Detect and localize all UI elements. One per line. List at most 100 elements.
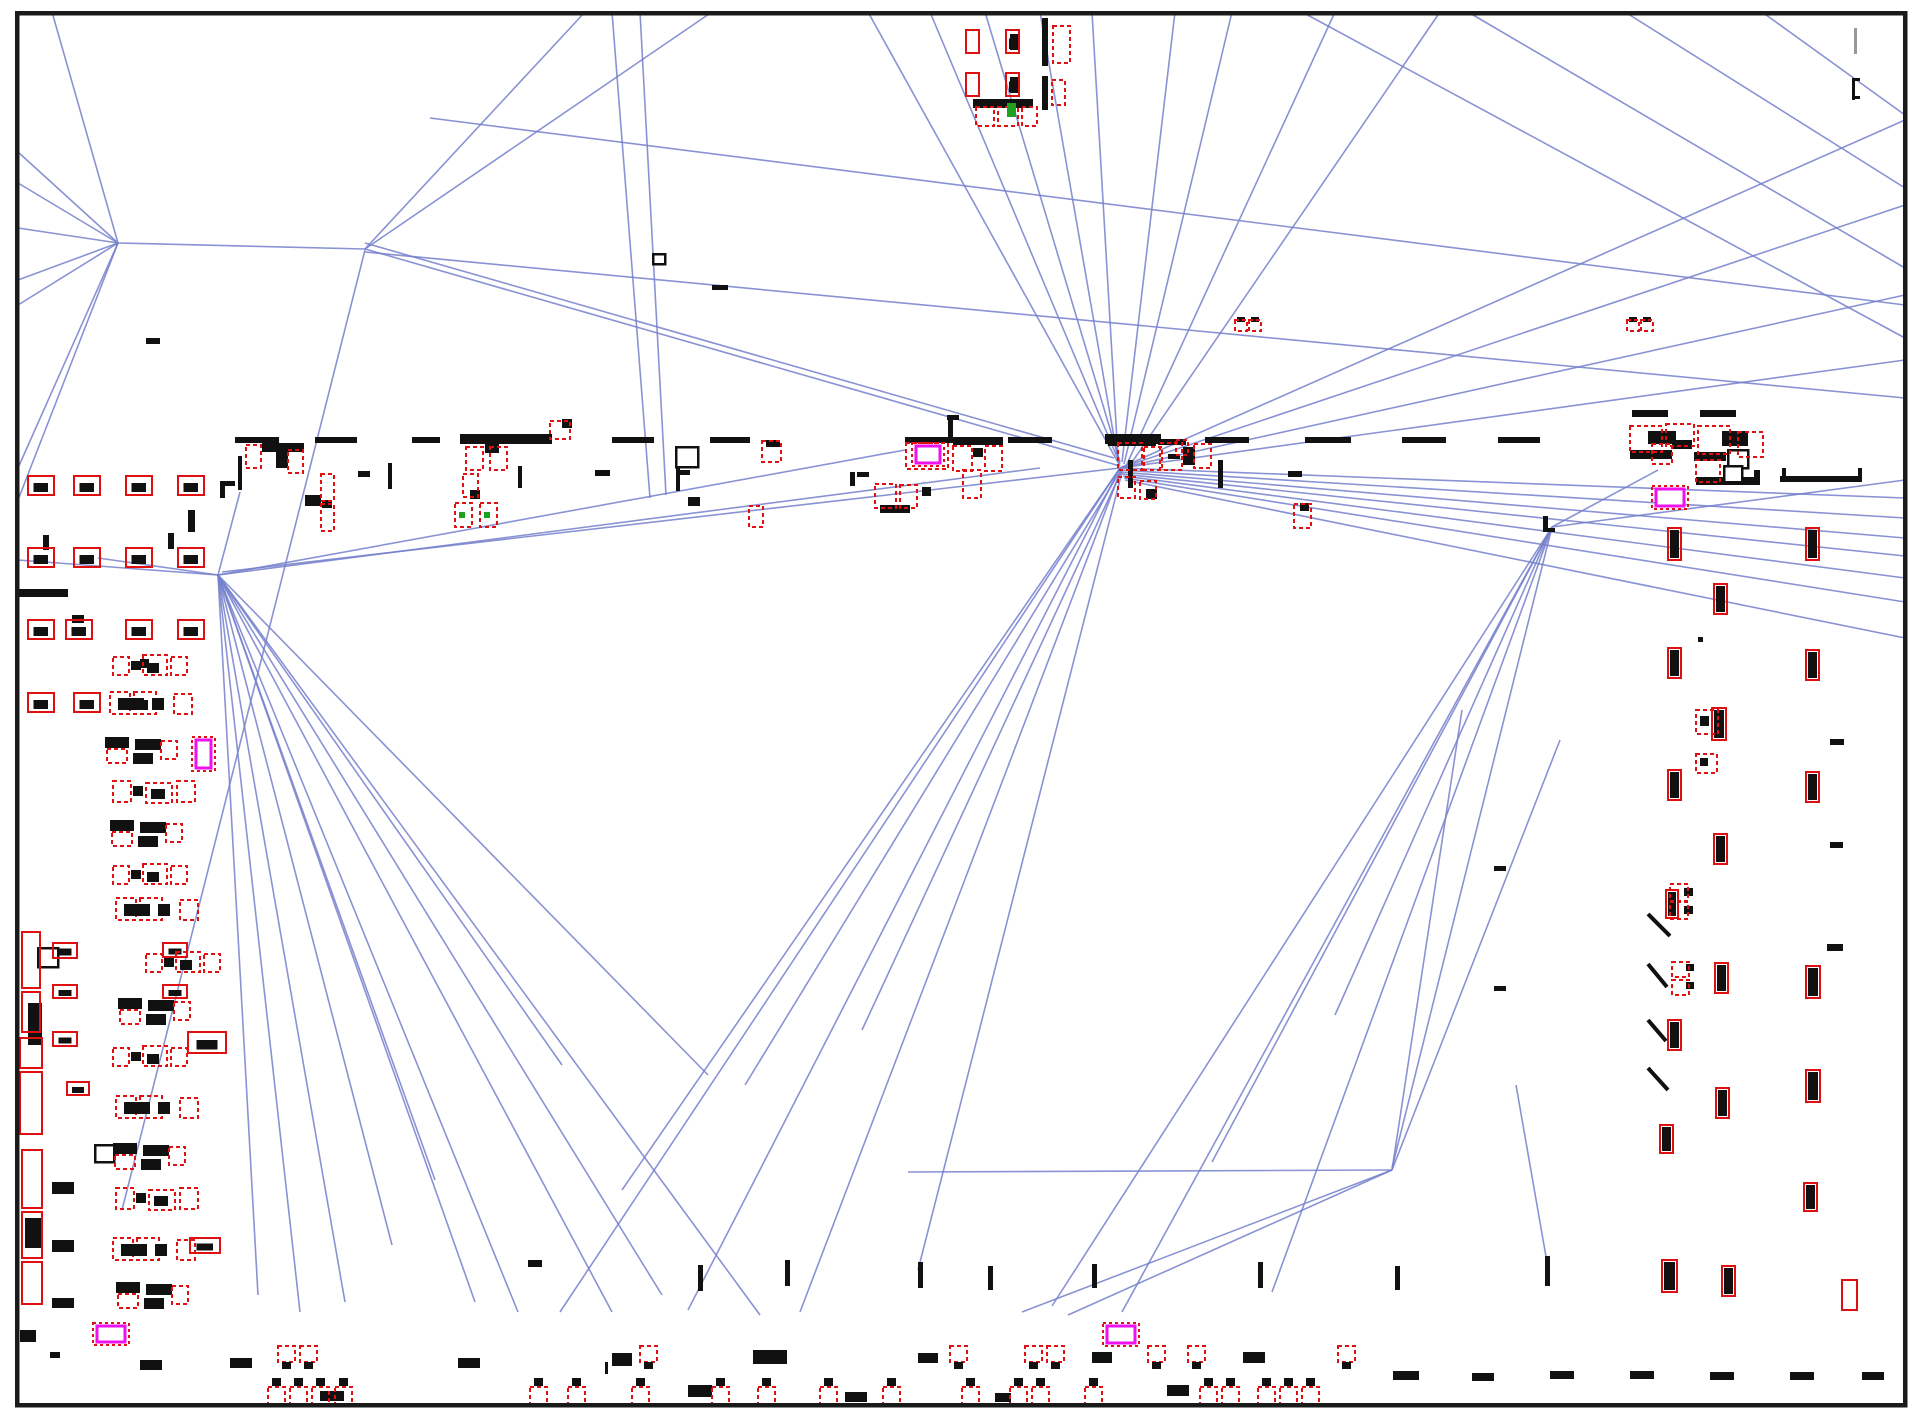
smd-pad[interactable] <box>1722 431 1748 446</box>
component-outline-dashed[interactable] <box>176 780 196 803</box>
component-outline-dashed[interactable] <box>145 953 163 973</box>
smd-pad[interactable] <box>1152 1362 1161 1369</box>
bottom-strip-component[interactable] <box>1084 1378 1103 1405</box>
ratsnest-airwire[interactable] <box>687 467 1121 1311</box>
smd-pad[interactable] <box>1158 439 1186 445</box>
smd-pad[interactable] <box>953 437 1003 445</box>
smd-pad[interactable] <box>1183 447 1195 465</box>
component-outline-dashed[interactable] <box>320 503 335 532</box>
smd-pad[interactable] <box>135 739 161 750</box>
smd-pad[interactable] <box>1395 1266 1400 1290</box>
ratsnest-airwire[interactable] <box>1121 11 1176 463</box>
smd-pad[interactable] <box>276 452 288 468</box>
ratsnest-airwire[interactable] <box>217 574 346 1303</box>
component-red-with-pad[interactable] <box>27 619 55 640</box>
component-outline-dashed[interactable] <box>1159 442 1183 471</box>
smd-pad[interactable] <box>146 1284 172 1295</box>
component-red-with-pad[interactable] <box>125 547 153 568</box>
smd-pad[interactable] <box>1342 1362 1351 1369</box>
smd-pad[interactable] <box>988 1266 993 1290</box>
ratsnest-airwire[interactable] <box>1119 359 1906 469</box>
component-outline-dashed[interactable] <box>320 473 335 502</box>
component-cluster[interactable] <box>115 1095 199 1119</box>
component-outline-dashed[interactable] <box>1052 25 1071 64</box>
ratsnest-airwire[interactable] <box>217 449 906 576</box>
ratsnest-airwire[interactable] <box>1123 11 1233 465</box>
component-outline-dashed[interactable] <box>479 502 498 528</box>
bottom-strip-component[interactable] <box>277 1345 296 1369</box>
smd-pad[interactable] <box>320 1391 344 1401</box>
bottom-strip-component[interactable] <box>1221 1378 1240 1405</box>
component-cluster[interactable] <box>116 1282 189 1309</box>
component-outline-dashed[interactable] <box>1257 1386 1276 1405</box>
bottom-strip-component[interactable] <box>267 1378 286 1405</box>
component-highlight-magenta[interactable] <box>95 1324 127 1344</box>
ratsnest-airwire[interactable] <box>1123 477 1906 603</box>
component-outline-red[interactable] <box>21 1211 43 1259</box>
smd-pad[interactable] <box>282 1362 291 1369</box>
ratsnest-airwire[interactable] <box>1334 526 1553 1016</box>
smd-pad[interactable] <box>1218 460 1223 488</box>
smd-pad[interactable] <box>918 1262 923 1288</box>
component-red-with-pad[interactable] <box>27 547 55 568</box>
component-outline-dashed[interactable] <box>170 656 188 676</box>
ratsnest-airwire[interactable] <box>1121 473 1906 557</box>
smd-pad[interactable] <box>28 1003 42 1045</box>
component-cluster[interactable] <box>112 863 188 885</box>
ratsnest-airwire[interactable] <box>17 182 119 244</box>
component-outline-dashed[interactable] <box>1279 1386 1298 1405</box>
smd-pad[interactable] <box>133 753 153 764</box>
smd-pad[interactable] <box>140 1360 162 1370</box>
ratsnest-airwire[interactable] <box>1119 204 1906 469</box>
component-outline-dashed[interactable] <box>631 1386 650 1405</box>
bottom-strip-component[interactable] <box>1147 1345 1166 1369</box>
smd-pad[interactable] <box>1852 78 1855 100</box>
component-outline-dashed[interactable] <box>299 1345 318 1363</box>
smd-pad[interactable] <box>1852 78 1860 81</box>
smd-pad[interactable] <box>140 659 149 668</box>
bottom-strip-component[interactable] <box>289 1378 308 1405</box>
component-outline-dashed[interactable] <box>287 449 304 474</box>
smd-pad[interactable] <box>133 786 143 796</box>
ratsnest-airwire[interactable] <box>1271 526 1553 1293</box>
smd-pad[interactable] <box>52 1240 74 1252</box>
smd-pad[interactable] <box>147 663 159 673</box>
component-outline-dashed[interactable] <box>1301 1386 1320 1405</box>
component-outline-dashed[interactable] <box>567 1386 586 1405</box>
smd-pad[interactable] <box>528 1260 542 1267</box>
smd-pad[interactable] <box>124 1102 150 1114</box>
component-outline-dashed[interactable] <box>1695 753 1718 774</box>
component-red-with-pad[interactable] <box>162 942 188 958</box>
component-outline-dashed[interactable] <box>949 1345 968 1363</box>
ratsnest-airwire[interactable] <box>1391 709 1463 1171</box>
component-outline-dashed[interactable] <box>112 1047 130 1067</box>
component-outline-dashed[interactable] <box>462 473 479 498</box>
ratsnest-airwire[interactable] <box>621 467 1121 1191</box>
smd-pad[interactable] <box>1089 1378 1098 1386</box>
smd-pad[interactable] <box>1852 96 1860 99</box>
smd-pad[interactable] <box>294 1378 303 1386</box>
ratsnest-airwire[interactable] <box>1119 469 1906 519</box>
ratsnest-airwire[interactable] <box>217 574 613 1313</box>
ratsnest-airwire[interactable] <box>1091 11 1119 459</box>
ratsnest-airwire[interactable] <box>1391 739 1561 1171</box>
component-outline-dashed[interactable] <box>454 502 473 528</box>
ratsnest-airwire[interactable] <box>611 11 651 499</box>
smd-pad[interactable] <box>116 1282 140 1293</box>
smd-pad[interactable] <box>1790 1372 1814 1380</box>
smd-pad[interactable] <box>158 904 170 916</box>
component-bar-vertical[interactable] <box>1805 649 1820 681</box>
smd-pad[interactable] <box>1167 1385 1189 1396</box>
component-red-with-pad[interactable] <box>1005 29 1020 54</box>
smd-pad[interactable] <box>158 1102 170 1114</box>
component-outline-red[interactable] <box>1841 1279 1858 1311</box>
smd-pad[interactable] <box>1780 476 1862 482</box>
ratsnest-airwire[interactable] <box>1122 475 1906 579</box>
ratsnest-airwire[interactable] <box>984 11 1121 463</box>
ratsnest-airwire[interactable] <box>861 469 1123 1031</box>
bottom-strip-component[interactable] <box>882 1378 901 1405</box>
component-red-with-pad[interactable] <box>1005 72 1020 97</box>
smd-pad[interactable] <box>151 789 165 799</box>
smd-pad[interactable] <box>572 1378 581 1386</box>
ratsnest-airwire[interactable] <box>1119 467 1906 499</box>
